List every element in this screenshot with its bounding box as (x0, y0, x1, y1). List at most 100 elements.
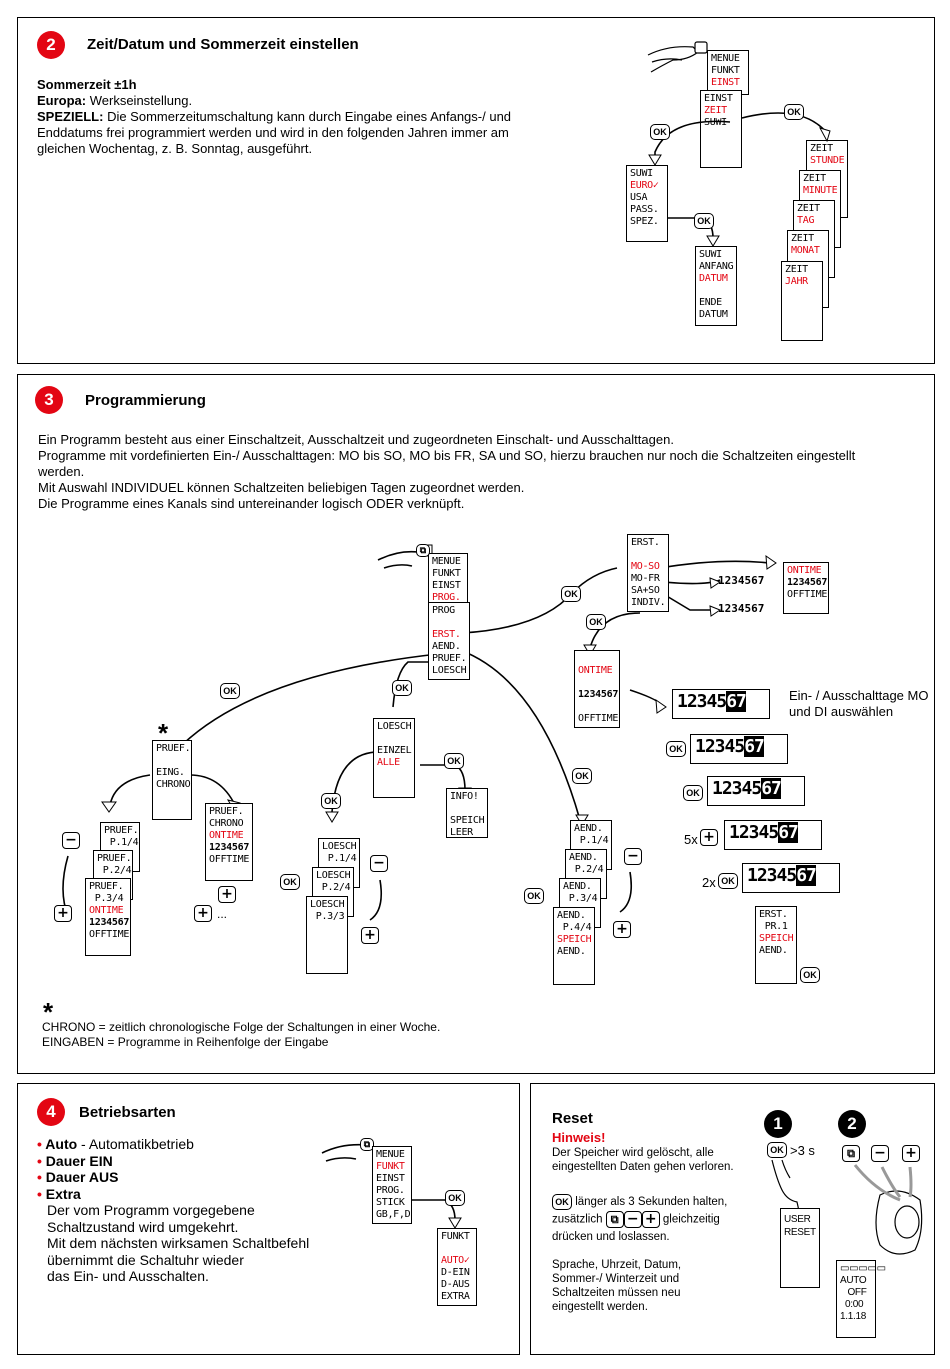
day-selector-1: 1234567 (672, 689, 770, 719)
ok-button-icon: OK (552, 1194, 572, 1210)
europa-label: Europa: (37, 93, 87, 108)
reset-step-line2b: gleichzeitig (662, 1213, 720, 1226)
minus-button-icon: − (871, 1145, 889, 1162)
ok-button-icon: OK (683, 785, 703, 801)
screen-loesch-p3: LOESCH P.3/3 (306, 896, 348, 974)
section-2-title: Zeit/Datum und Sommerzeit einstellen (87, 36, 359, 53)
section-3-text: Ein Programm besteht aus einer Einschalt… (38, 432, 888, 512)
plus-button-icon: + (902, 1145, 920, 1162)
multiplier-5x: 5x (684, 832, 698, 847)
screen-info: INFO! SPEICH LEER (446, 788, 488, 838)
plus-button-icon: + (218, 886, 236, 903)
multiplier-2x: 2x (702, 875, 716, 890)
reset-step-1-badge: 1 (764, 1110, 792, 1138)
footnote-chrono: CHRONO = zeitlich chronologische Folge d… (42, 1020, 441, 1034)
mode-item: • Dauer AUS (37, 1169, 119, 1185)
ok-button-icon: OK (524, 888, 544, 904)
plus-button-icon: + (194, 905, 212, 922)
screen-suwi-anfang: SUWI ANFANG DATUM ENDE DATUM (695, 246, 737, 326)
speziell-label: SPEZIELL: (37, 109, 104, 124)
section-4-title: Betriebsarten (79, 1104, 176, 1121)
reset-step-line2a: zusätzlich (552, 1213, 603, 1226)
ok-button-icon: OK (572, 768, 592, 784)
screen-menue-funkt: MENUE FUNKT EINST PROG. STICK GB,F,D (372, 1146, 412, 1224)
menu-button-icon: ⧉ (360, 1138, 374, 1151)
ok-button-icon: OK (800, 967, 820, 983)
footnote-star-bottom: * (43, 997, 54, 1027)
minus-button-icon: − (62, 832, 80, 849)
menu-button-icon: ⧉ (842, 1145, 860, 1162)
screen-prog-erst: PROG ERST. AEND. PRUEF. LOESCH (428, 602, 470, 680)
section-3-number: 3 (35, 386, 63, 414)
screen-zeit-jahr: ZEIT JAHR (781, 261, 823, 341)
extra-description: Der vom Programm vorgegebene Schaltzusta… (47, 1202, 310, 1284)
screen-suwi: SUWI EURO✓ USA PASS. SPEZ. (626, 165, 668, 242)
day-selector-3: 1234567 (707, 776, 805, 806)
ok-button-icon: OK (280, 874, 300, 890)
ok-button-icon: OK (392, 680, 412, 696)
plus-button-icon: + (641, 1211, 660, 1229)
screen-aend-p4: AEND. P.4/4 SPEICH AEND. (553, 907, 595, 985)
section-3-title: Programmierung (85, 392, 206, 409)
section-4-frame (17, 1083, 520, 1355)
ok-button-icon: OK (666, 741, 686, 757)
ok-button-icon: OK (718, 873, 738, 889)
ok-button-icon: OK (784, 104, 804, 120)
plus-button-icon: + (700, 829, 718, 846)
europa-text: Werkseinstellung. (86, 93, 193, 108)
ok-button-icon: OK (445, 1190, 465, 1206)
reset-step-line3: drücken und loslassen. (552, 1230, 670, 1243)
reset-note: Sprache, Uhrzeit, Datum, Sommer-/ Winter… (552, 1259, 682, 1313)
screen-ontime-1: ONTIME 1234567 OFFTIME (783, 562, 829, 614)
plus-button-icon: + (54, 905, 72, 922)
section-2-text: Sommerzeit ±1h Europa: Werkseinstellung.… (37, 77, 522, 157)
select-days-label: Ein- / Ausschalttage MO und DI auswählen (789, 688, 929, 719)
screen-loesch: LOESCH EINZEL ALLE (373, 718, 415, 798)
prog-para-4: Die Programme eines Kanals sind unterein… (38, 496, 465, 511)
section-3-frame (17, 374, 935, 1074)
speziell-text: Die Sommerzeitumschaltung kann durch Ein… (37, 109, 512, 156)
screen-pruef-chrono: PRUEF. EING. CHRONO (152, 740, 192, 820)
user-reset-screen: USER RESET (780, 1208, 820, 1288)
mode-item: • Dauer EIN (37, 1152, 113, 1169)
ellipsis: ... (217, 907, 228, 921)
summer-time-heading: Sommerzeit ±1h (37, 77, 137, 92)
minus-button-icon: − (624, 848, 642, 865)
plus-button-icon: + (361, 927, 379, 944)
ok-button-icon: OK (561, 586, 581, 602)
screen-menue-einst: MENUE FUNKT EINST (707, 50, 749, 95)
prog-para-2: Programme mit vordefinierten Ein-/ Aussc… (38, 448, 856, 479)
section-4-number: 4 (37, 1098, 65, 1126)
reset-step-line1: länger als 3 Sekunden halten, (575, 1196, 728, 1209)
day-selector-4: 1234567 (724, 820, 822, 850)
day-selector-5: 1234567 (742, 863, 840, 893)
ok-button-icon: OK (444, 753, 464, 769)
hold-duration: >3 s (790, 1143, 815, 1158)
digits-sa-so: 1234567 (718, 602, 765, 615)
screen-pruef-chrono-ontime: PRUEF. CHRONO ONTIME 1234567 OFFTIME (205, 803, 253, 881)
minus-button-icon: − (623, 1211, 642, 1229)
day-selector-2: 1234567 (690, 734, 788, 764)
screen-erst-speich: ERST. PR.1 SPEICH AEND. (755, 906, 797, 984)
reset-display-screen: ▭▭▭▭▭ AUTO OFF 0:00 1.1.18 (836, 1260, 886, 1338)
screen-einst-zeit: EINST ZEIT SUWI (700, 90, 742, 168)
digits-mo-fr: 1234567 (718, 574, 765, 587)
ok-button-icon: OK (650, 124, 670, 140)
reset-step-2-badge: 2 (838, 1110, 866, 1138)
reset-title: Reset (552, 1110, 593, 1127)
reset-frame (530, 1083, 935, 1355)
ok-button-icon: OK (586, 614, 606, 630)
ok-button-icon: OK (321, 793, 341, 809)
mode-item: • Extra (37, 1185, 81, 1202)
section-2-number: 2 (37, 31, 65, 59)
ok-button-icon: OK (694, 213, 714, 229)
screen-menue-prog: MENUE FUNKT EINST PROG. (428, 553, 468, 605)
mode-list: • Auto - Automatikbetrieb • Dauer EIN • … (37, 1136, 327, 1285)
menu-button-icon: ⧉ (416, 544, 430, 557)
screen-pruef-p3: PRUEF. P.3/4 ONTIME 1234567 OFFTIME (85, 878, 131, 956)
menu-button-icon: ⧉ (605, 1211, 624, 1229)
screen-erst-days: ERST. MO-SO MO-FR SA+SO INDIV. (627, 534, 669, 612)
ok-button-icon: OK (220, 683, 240, 699)
reset-hint-title: Hinweis! (552, 1130, 606, 1145)
ok-button-icon: OK (767, 1142, 787, 1158)
